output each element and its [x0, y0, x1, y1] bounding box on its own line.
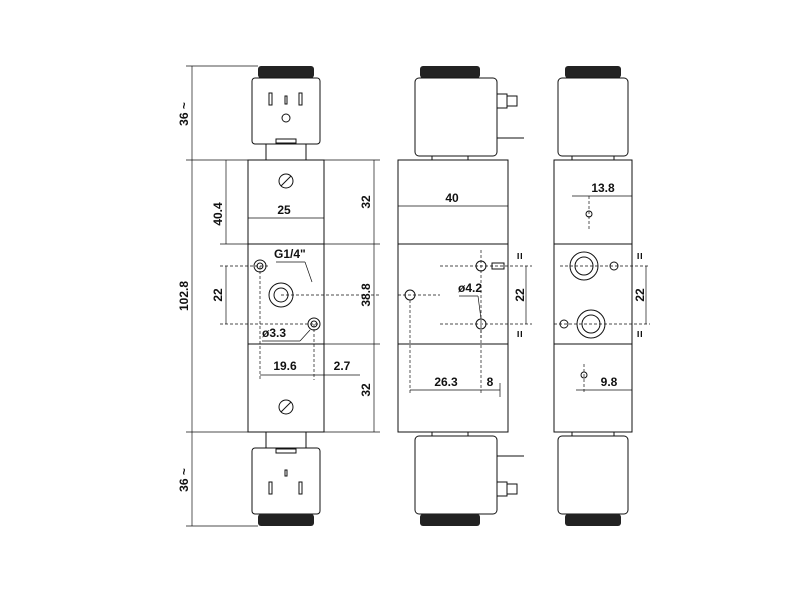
- front-port-spacing: 22: [211, 288, 225, 302]
- rear-bottom-offset: 9.8: [601, 375, 618, 389]
- front-top-coil: [251, 77, 321, 145]
- front-top-screw: [281, 113, 291, 123]
- front-hole-margin: 2.7: [334, 359, 351, 373]
- rear-equal-top: =: [633, 252, 647, 259]
- rear-main-body: [553, 159, 633, 433]
- side-port-spacing: 22: [513, 288, 527, 302]
- front-top-slot-left: [268, 92, 273, 106]
- side-equal-bottom: =: [513, 330, 527, 337]
- front-bottom-knurl: [258, 514, 314, 526]
- front-bottom-override: [278, 399, 294, 415]
- rear-bottom-coil: [557, 435, 629, 515]
- rear-top-coil: [557, 77, 629, 157]
- front-body-width: 25: [277, 203, 291, 217]
- side-bottom-coil: [414, 435, 498, 515]
- side-bottom-knurl: [420, 514, 480, 526]
- side-port-margin: 8: [487, 375, 494, 389]
- front-top-slot-right: [298, 92, 303, 106]
- side-top-knurl: [420, 66, 480, 78]
- front-coil-bottom-height: 36 ~: [177, 468, 191, 492]
- side-main-body: [397, 159, 509, 433]
- front-top-stem: [265, 143, 307, 161]
- side-view: 40 ø4.2 22 26.3 8 = =: [397, 66, 532, 526]
- side-port-offset: 26.3: [434, 375, 458, 389]
- front-hole-offset: 19.6: [273, 359, 297, 373]
- front-main-body: [247, 159, 325, 433]
- front-upper-section: 32: [359, 195, 373, 209]
- front-bottom-stem: [265, 431, 307, 449]
- front-top-tab: [275, 138, 297, 144]
- rear-top-offset: 13.8: [591, 181, 615, 195]
- front-center-height: 38.8: [359, 283, 373, 307]
- front-view: 36 ~ 102.8 40.4 25 G1/4" 22 ø3.3 19.6 2.…: [177, 65, 380, 527]
- front-lower-section: 32: [359, 383, 373, 397]
- front-bottom-coil: [251, 447, 321, 515]
- front-mount-hole-dia: ø3.3: [262, 326, 286, 340]
- side-equal-top: =: [513, 252, 527, 259]
- side-top-connector: [496, 93, 508, 109]
- front-coil-top-height: 36 ~: [177, 102, 191, 126]
- front-port-thread: G1/4": [274, 247, 306, 261]
- rear-top-knurl: [565, 66, 621, 78]
- rear-view: 13.8 22 9.8 = =: [553, 66, 650, 526]
- front-top-knurl: [258, 66, 314, 78]
- rear-bottom-knurl: [565, 514, 621, 526]
- rear-equal-bottom: =: [633, 330, 647, 337]
- front-total-height: 102.8: [177, 281, 191, 311]
- rear-port-spacing: 22: [633, 288, 647, 302]
- front-upper-offset: 40.4: [211, 202, 225, 226]
- side-body-depth: 40: [445, 191, 459, 205]
- side-pilot-hole-dia: ø4.2: [458, 281, 482, 295]
- front-top-override: [278, 173, 294, 189]
- front-top-slot-center: [284, 95, 288, 105]
- side-top-coil: [414, 77, 498, 157]
